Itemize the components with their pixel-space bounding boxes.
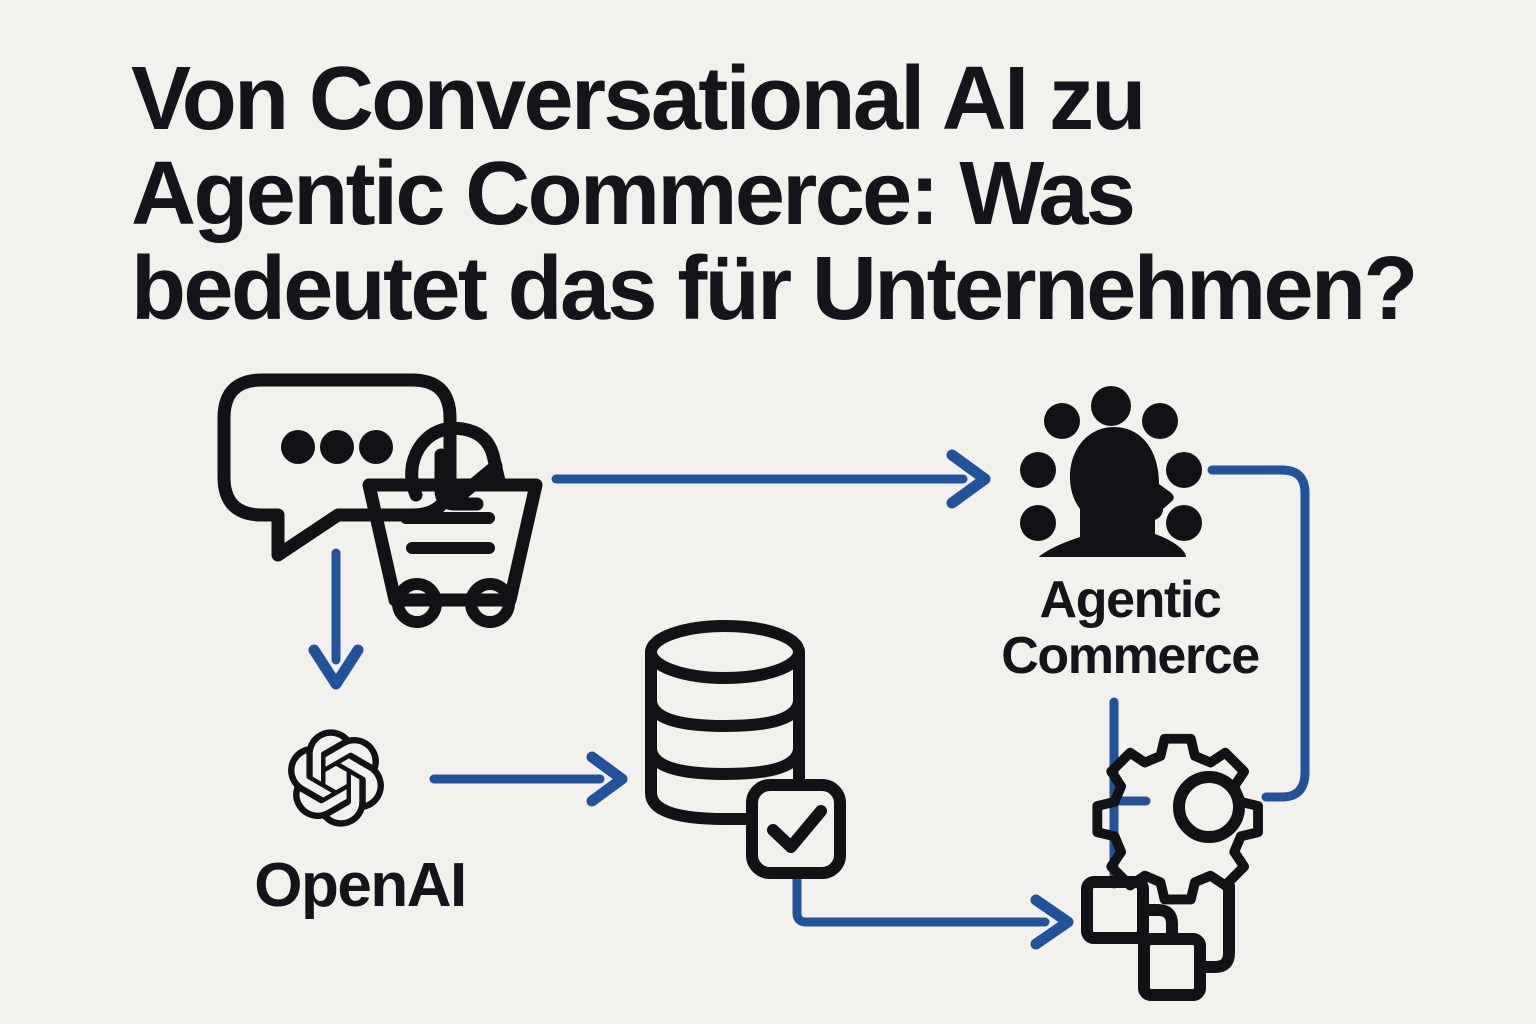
node-label-agentic-line-2: Commerce (1001, 627, 1260, 685)
connector-conversational-to-agentic (551, 449, 991, 509)
page-title: Von Conversational AI zu Agentic Commerc… (131, 52, 1491, 337)
node-label-openai: OpenAI (254, 851, 467, 920)
connector-database-to-workflow (792, 870, 1074, 950)
connector-conversational-to-openai (308, 548, 364, 690)
chat-bubble-shopping-cart-icon (217, 373, 543, 628)
head-with-dots-icon (1020, 386, 1202, 557)
title-line-2: Agentic Commerce: Was (131, 144, 1136, 244)
title-line-1: Von Conversational AI zu (131, 49, 1146, 149)
node-label-agentic-commerce: Agentic Commerce (930, 572, 1330, 684)
openai-logo-icon (288, 729, 384, 827)
node-label-agentic-line-1: Agentic (1039, 571, 1222, 629)
title-line-3: bedeutet das für Unternehmen? (131, 239, 1418, 339)
workflow-nodes-icon (1081, 876, 1235, 1001)
connector-agentic-to-settings (1207, 465, 1310, 802)
database-check-icon (645, 620, 846, 879)
gear-icon (1092, 733, 1263, 905)
connector-openai-to-database (429, 751, 628, 807)
